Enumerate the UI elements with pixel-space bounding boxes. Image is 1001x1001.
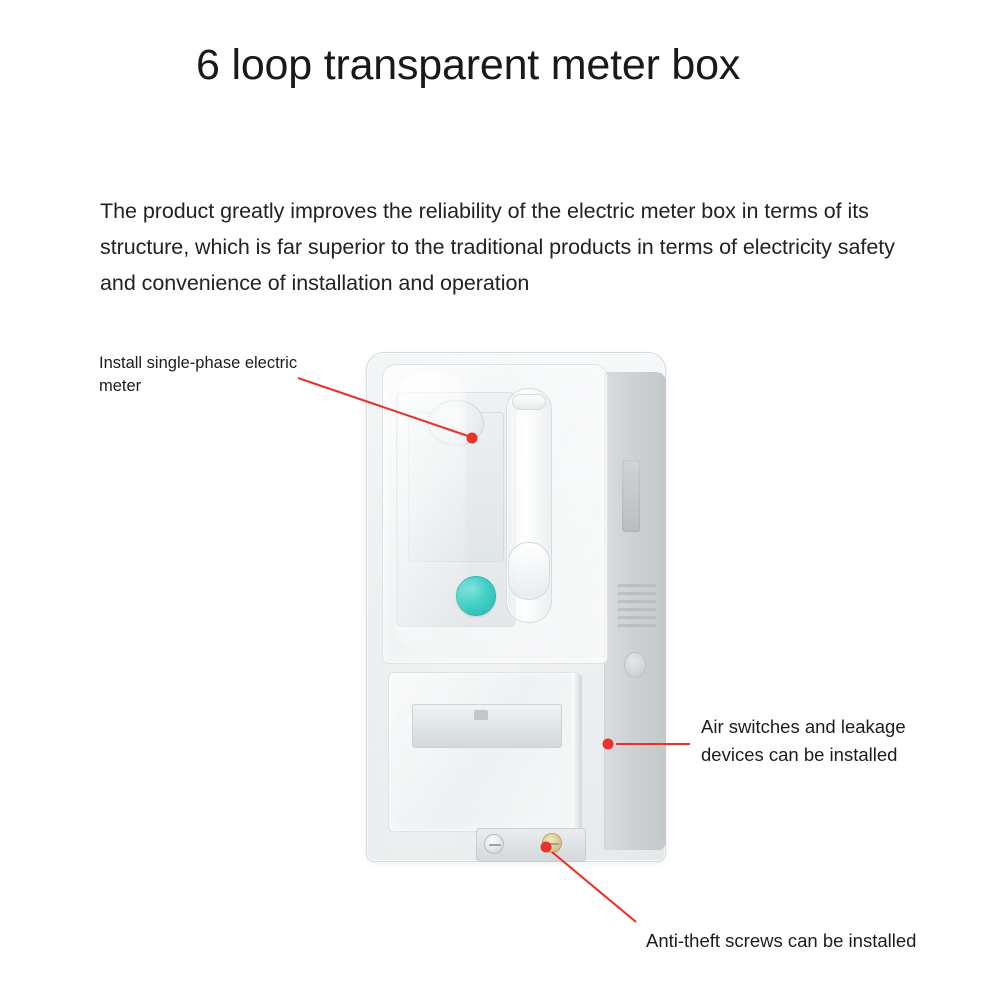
- callout-label-anti-theft-screws: Anti-theft screws can be installed: [646, 930, 917, 951]
- product-side-knockout: [624, 652, 646, 678]
- callout-label-install-meter: Install single-phase electric meter: [99, 354, 298, 396]
- product-screw-left: [484, 834, 504, 854]
- screw-slot-icon: [489, 844, 501, 846]
- product-antitheft-screw: [542, 833, 562, 853]
- product-vent-slot: [618, 600, 656, 603]
- product-side-notch: [622, 460, 640, 532]
- callout-label-air-switches: Air switches and leakage devices can be …: [701, 716, 906, 765]
- page-subtitle: The product greatly improves the reliabi…: [100, 199, 895, 296]
- product-door-edge: [572, 674, 582, 830]
- product-lower-clear-door: [388, 672, 580, 832]
- product-vent-slot: [618, 592, 656, 595]
- product-vent-slot: [618, 624, 656, 627]
- product-vent-slot: [618, 608, 656, 611]
- product-image: [366, 352, 676, 867]
- product-lock-tube-cap: [512, 394, 546, 410]
- product-highlight-gloss: [396, 372, 466, 652]
- page-title: 6 loop transparent meter box: [196, 41, 741, 89]
- product-breaker-slot: [474, 710, 488, 720]
- product-lock-tube-base: [508, 542, 550, 600]
- product-vent-slot: [618, 616, 656, 619]
- screw-slot-icon: [547, 843, 559, 845]
- product-vent-slot: [618, 584, 656, 587]
- product-side-flank: [604, 372, 666, 850]
